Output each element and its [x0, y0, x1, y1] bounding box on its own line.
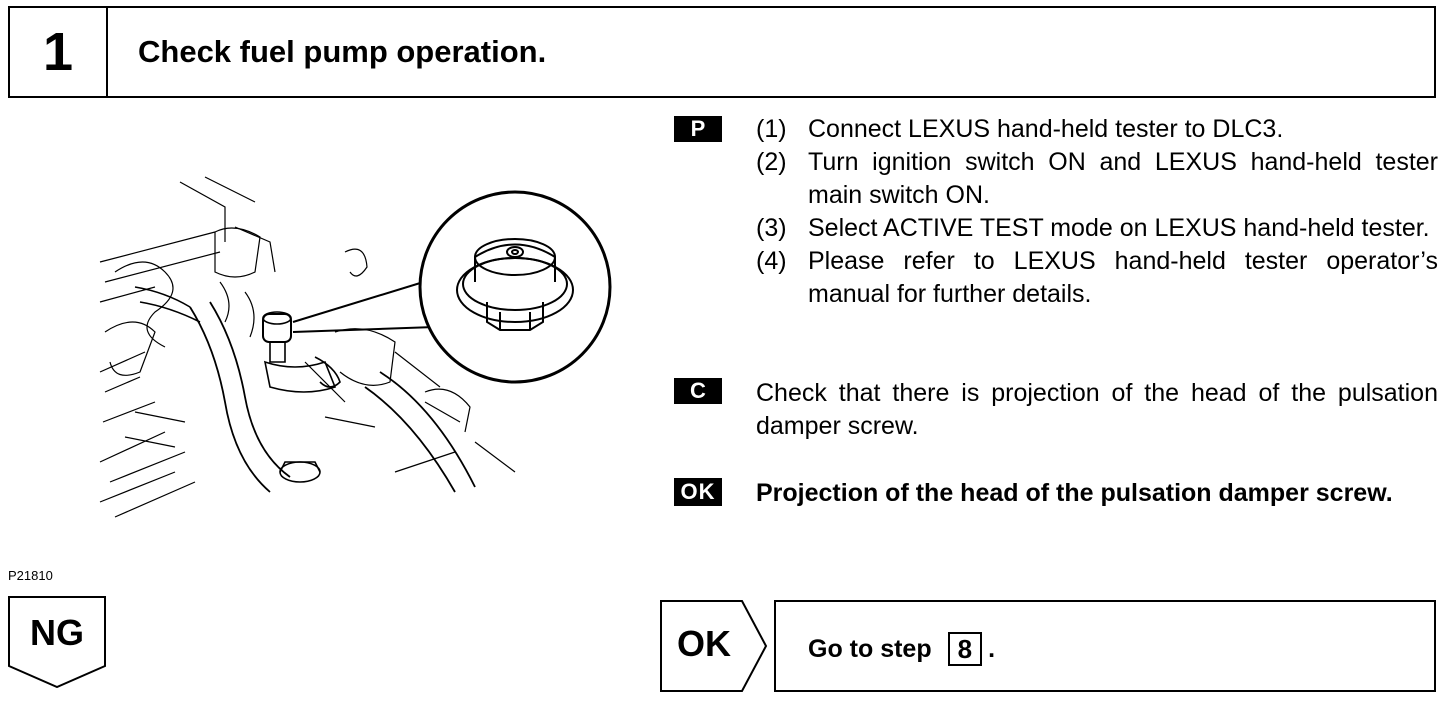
- procedure-steps: (1) Connect LEXUS hand-held tester to DL…: [756, 113, 1438, 311]
- ng-label: NG: [30, 612, 84, 653]
- goto-step-link[interactable]: 8: [947, 632, 983, 666]
- step-title: Check fuel pump operation.: [138, 34, 547, 69]
- ok-branch-shape: [660, 600, 768, 692]
- step-index: (2): [756, 148, 787, 176]
- fuel-hose-left: [189, 301, 291, 493]
- ok-branch-label: OK: [677, 623, 731, 664]
- goto-instruction: Go to step 8 .: [808, 632, 995, 666]
- procedure-step: (4) Please refer to LEXUS hand-held test…: [756, 245, 1438, 311]
- procedure-step: (3) Select ACTIVE TEST mode on LEXUS han…: [756, 212, 1438, 245]
- ok-badge: OK: [674, 478, 722, 506]
- engine-linework: [99, 176, 516, 518]
- ok-result-text: Projection of the head of the pulsation …: [756, 479, 1393, 507]
- step-text: Connect LEXUS hand-held tester to DLC3.: [808, 115, 1284, 143]
- step-header: 1 Check fuel pump operation.: [8, 6, 1436, 98]
- check-text: Check that there is projection of the he…: [756, 379, 1438, 440]
- procedure-step: (1) Connect LEXUS hand-held tester to DL…: [756, 113, 1438, 146]
- engine-illustration: [99, 176, 612, 518]
- step-index: (3): [756, 214, 787, 242]
- ng-branch-shape: [8, 596, 106, 688]
- pulsation-damper-detail: [456, 238, 574, 331]
- goto-box: Go to step 8 .: [774, 600, 1436, 692]
- step-text: Please refer to LEXUS hand-held tester o…: [808, 247, 1438, 308]
- step-index: (4): [756, 247, 787, 275]
- figure-code: P21810: [8, 568, 53, 583]
- goto-suffix: .: [988, 634, 996, 663]
- procedure-step: (2) Turn ignition switch ON and LEXUS ha…: [756, 146, 1438, 212]
- step-index: (1): [756, 115, 787, 143]
- procedure-badge: P: [674, 116, 722, 142]
- fuel-hose-right: [364, 371, 476, 493]
- step-text: Select ACTIVE TEST mode on LEXUS hand-he…: [808, 214, 1430, 242]
- step-text: Turn ignition switch ON and LEXUS hand-h…: [808, 148, 1438, 209]
- goto-text: Go to step: [808, 634, 932, 663]
- step-number: 1: [10, 8, 108, 96]
- check-badge: C: [674, 378, 722, 404]
